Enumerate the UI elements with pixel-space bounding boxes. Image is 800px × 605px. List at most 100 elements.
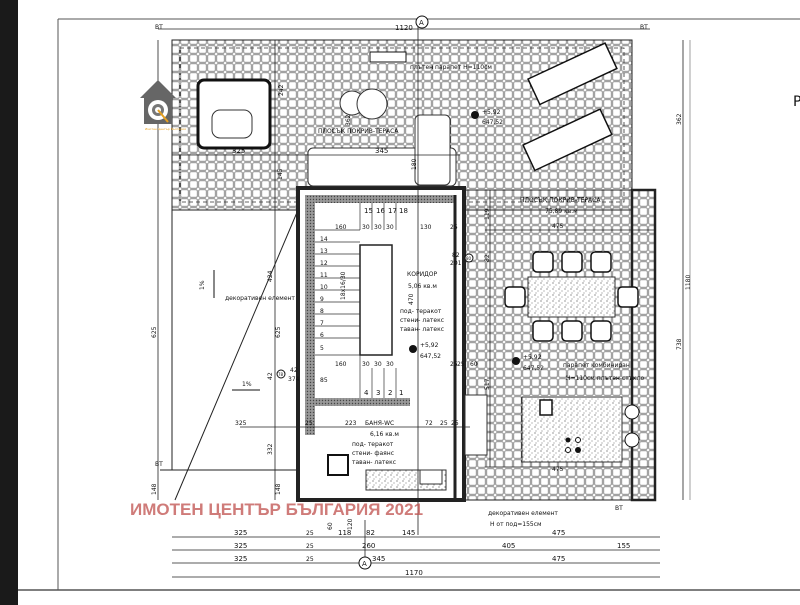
building-walls — [296, 186, 466, 502]
stair-step: 2 — [388, 389, 392, 397]
dim-left-mid: 625 — [275, 326, 282, 338]
bathroom-walls: стени- фаянс — [352, 450, 394, 457]
stair-step: 17 — [388, 207, 397, 215]
dim-kitchen-width: 475 — [552, 466, 564, 473]
dim-row1: 325 — [234, 529, 247, 537]
dim: 119 — [484, 208, 491, 220]
stair-step: 12 — [320, 260, 328, 267]
svg-text:78: 78 — [278, 372, 284, 377]
corridor-name: КОРИДОР — [407, 271, 437, 278]
svg-text:82: 82 — [452, 252, 460, 259]
dim-right-upper: 362 — [676, 113, 683, 125]
svg-text:80: 80 — [466, 256, 472, 261]
stair-step: 5 — [320, 345, 324, 352]
dim: 82 — [484, 254, 491, 262]
stair-step: 15 — [364, 207, 373, 215]
dim: 25 — [457, 361, 465, 368]
dim: 517 — [484, 378, 491, 390]
kitchen-island — [521, 396, 640, 463]
sheet-frame — [18, 18, 800, 591]
dim-row1: 25 — [306, 530, 314, 537]
dim: 145 — [277, 168, 284, 180]
dim: 30 — [386, 224, 394, 231]
dining-table — [504, 251, 639, 342]
dim: 30 — [362, 224, 370, 231]
dim: 25 — [450, 224, 458, 231]
dim-left-total: 625 — [151, 326, 158, 338]
stair-step: 16 — [376, 207, 385, 215]
stair-step: 9 — [320, 296, 324, 303]
svg-text:+5,92: +5,92 — [482, 109, 501, 116]
svg-text:+5,92: +5,92 — [523, 354, 542, 361]
dim-row1: 475 — [552, 529, 565, 537]
dim-right-lower: 738 — [676, 338, 683, 350]
dim-right-total: 1180 — [685, 275, 692, 290]
dim-row1: 82 — [366, 529, 375, 537]
dim: 60 — [470, 361, 478, 368]
terrace-right-label: ПЛОСЪК ПОКРИВ-ТЕРАСА — [520, 197, 601, 204]
dim: 42 — [267, 372, 274, 380]
stair-step: 14 — [320, 236, 328, 243]
slope-arrows: 1% 1% — [199, 270, 260, 391]
dim: 120 — [347, 518, 354, 530]
dim-row3: 325 — [234, 555, 247, 563]
svg-text:1%: 1% — [199, 280, 206, 290]
stair-step: 4 — [364, 389, 369, 397]
level-marks: +5,92 647,52 +5,92 647,52 +5,92 647,52 — [409, 109, 544, 372]
sun-loungers — [522, 42, 618, 172]
dim: 160 — [335, 224, 347, 231]
svg-text:+5,92: +5,92 — [420, 342, 439, 349]
bt-labels: BT BT BT BT — [155, 24, 648, 512]
staircase — [315, 203, 397, 398]
dim-row1: 118 — [338, 529, 351, 537]
stair-formula: 18x16/30 — [340, 271, 347, 300]
right-edge-letter: P — [793, 94, 800, 110]
svg-text:201: 201 — [450, 260, 462, 267]
corridor-floor: под- теракот — [400, 308, 442, 315]
stair-step: 6 — [320, 332, 324, 339]
corridor-area: 5,06 кв.м — [408, 283, 437, 290]
dim: 25 — [305, 420, 313, 427]
door-tags: 82 201 80 42 374 78 — [276, 252, 474, 383]
svg-text:647,52: 647,52 — [523, 365, 544, 372]
stair-step: 8 — [320, 308, 324, 315]
dim: 72 — [425, 420, 433, 427]
dimension-texts: 1120 325 345 242 362 145 180 1180 362 73… — [151, 24, 692, 577]
stair-step: 13 — [320, 248, 328, 255]
dim: 130 — [420, 224, 432, 231]
svg-text:A: A — [419, 19, 424, 27]
stair-numbers: 15 16 17 18 14 13 12 11 10 9 8 7 6 5 18x… — [320, 207, 408, 397]
dim: 362 — [345, 114, 352, 126]
dim-left-upper: 424 — [267, 270, 274, 282]
parapet-right-height: H=110см плътен-стъкло — [566, 375, 644, 382]
dim: 180 — [411, 158, 418, 170]
dim-row2: 155 — [617, 542, 630, 550]
dim-row2: 25 — [306, 543, 314, 550]
stair-step: 7 — [320, 320, 324, 327]
dim: 148 — [275, 483, 282, 495]
jacuzzi — [196, 78, 272, 150]
svg-text:42: 42 — [290, 367, 298, 374]
dim: 25 — [440, 420, 448, 427]
dim-row4-total: 1170 — [405, 569, 423, 577]
bathroom-fixtures — [327, 394, 488, 491]
svg-text:Имотен Център България: Имотен Център България — [145, 127, 186, 131]
stair-step: 1 — [399, 389, 403, 397]
dim-row3: 345 — [372, 555, 385, 563]
dim-row2: 325 — [234, 542, 247, 550]
dim: 470 — [408, 293, 415, 305]
parapet-top-label: плътен парапет H=110см — [410, 64, 492, 71]
watermark: ИМОТЕН ЦЕНТЪР БЪЛГАРИЯ 2021 — [130, 500, 423, 519]
parapet-right-label: парапет комбиниран — [563, 362, 630, 369]
decor-left-label: декоративен елемент — [225, 295, 295, 302]
corridor-ceiling: таван- латекс — [400, 326, 444, 333]
svg-text:1%: 1% — [242, 381, 252, 388]
stair-step: 11 — [320, 272, 328, 279]
dim: 332 — [267, 443, 274, 455]
dim: 325 — [235, 420, 247, 427]
svg-text:647,52: 647,52 — [482, 119, 503, 126]
dim-row1: 145 — [402, 529, 415, 537]
terrace-area: 75,89 кв.м — [545, 208, 578, 215]
svg-text:BT: BT — [155, 461, 163, 468]
round-tables — [339, 88, 388, 120]
